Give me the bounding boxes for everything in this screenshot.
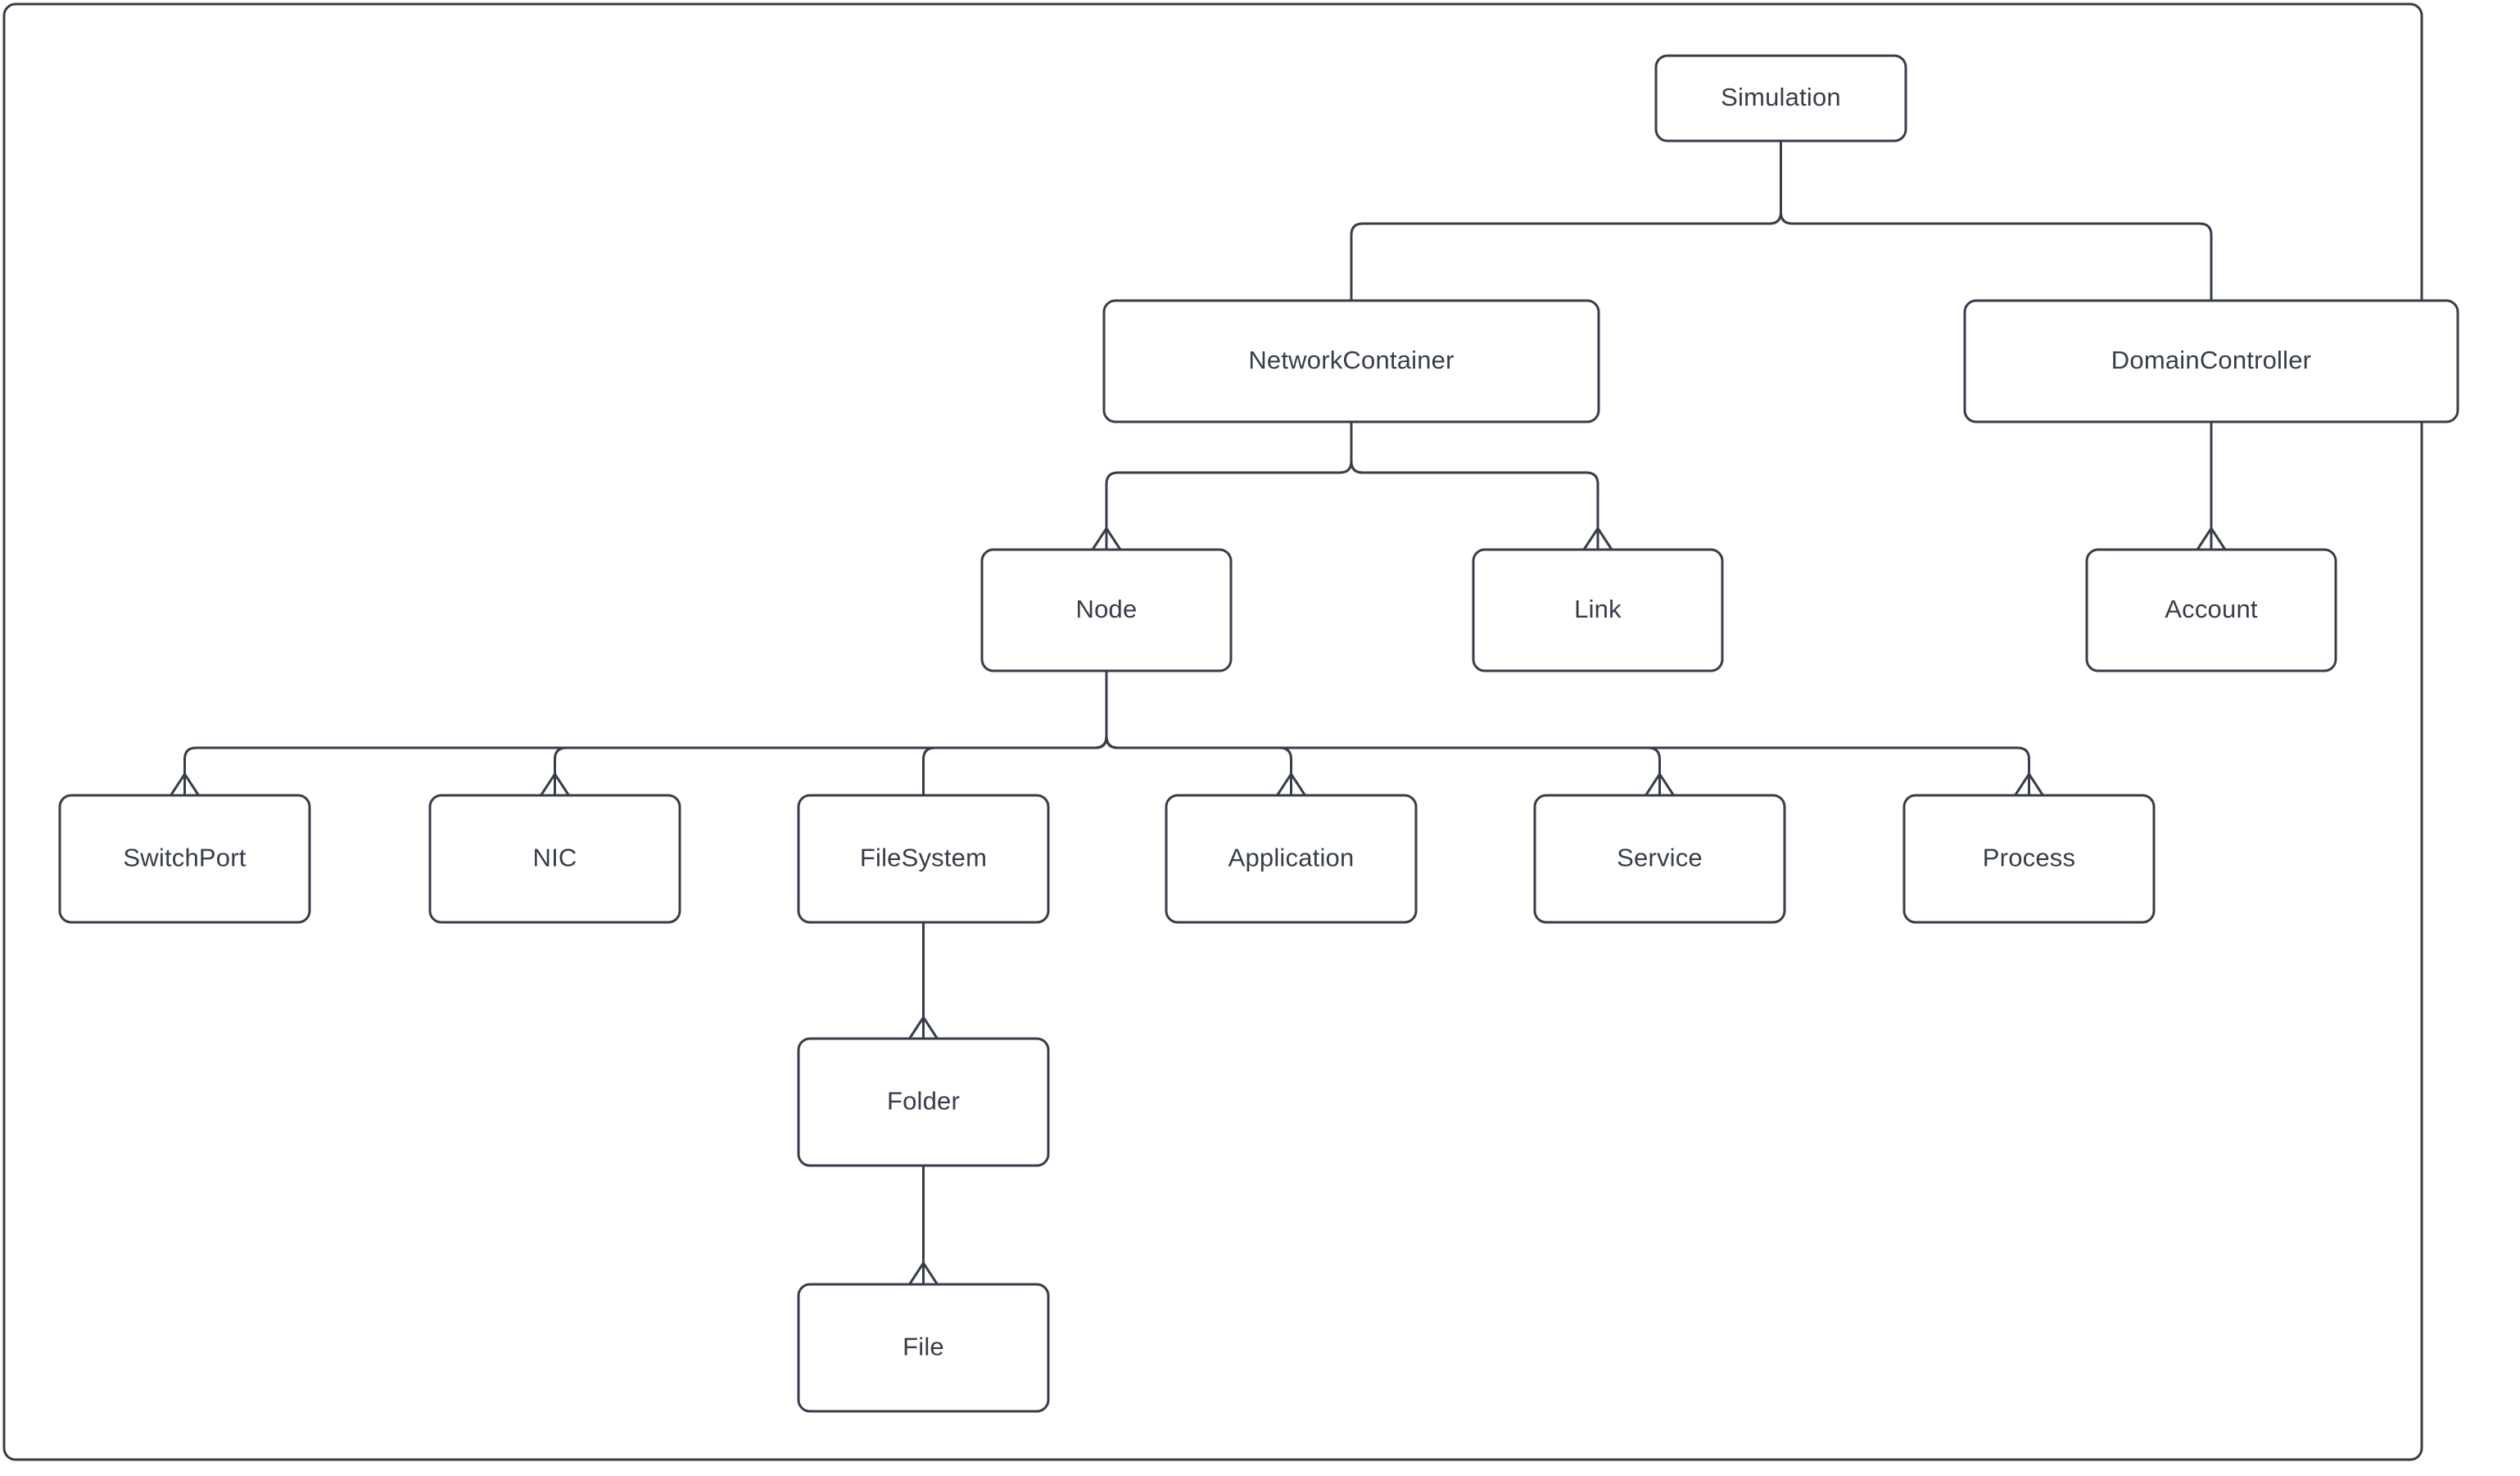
class-label-domaincontroller: DomainController xyxy=(2111,346,2311,374)
edge-node-to-application xyxy=(1105,671,1292,774)
class-node-nic[interactable]: NIC xyxy=(428,794,681,924)
class-node-node[interactable]: Node xyxy=(980,548,1233,672)
class-box-domaincontroller[interactable] xyxy=(1963,299,2459,423)
edge-node-to-process xyxy=(1105,671,2030,774)
class-box-switchport[interactable] xyxy=(58,794,311,924)
edges-layer xyxy=(170,141,2227,1285)
class-label-application: Application xyxy=(1228,844,1355,872)
edge-node-to-nic xyxy=(554,671,1108,774)
class-label-node: Node xyxy=(1076,595,1138,623)
class-box-link[interactable] xyxy=(1472,548,1724,672)
canvas-frame xyxy=(2,2,2423,1461)
class-node-simulation[interactable]: Simulation xyxy=(1654,54,1907,143)
edge-networkcontainer-to-node xyxy=(1105,422,1353,528)
class-label-filesystem: FileSystem xyxy=(860,844,987,872)
class-label-networkcontainer: NetworkContainer xyxy=(1248,346,1454,374)
edge-node-to-switchport xyxy=(183,671,1108,774)
edge-simulation-to-domaincontroller xyxy=(1780,141,2213,301)
class-box-node[interactable] xyxy=(980,548,1233,672)
class-label-switchport: SwitchPort xyxy=(123,844,246,872)
class-node-filesystem[interactable]: FileSystem xyxy=(797,794,1050,924)
class-box-nic[interactable] xyxy=(428,794,681,924)
class-box-file[interactable] xyxy=(797,1283,1050,1413)
class-node-networkcontainer[interactable]: NetworkContainer xyxy=(1102,299,1600,423)
class-label-account: Account xyxy=(2165,595,2258,623)
edge-simulation-to-networkcontainer xyxy=(1350,141,1782,301)
class-label-link: Link xyxy=(1574,595,1622,623)
class-box-filesystem[interactable] xyxy=(797,794,1050,924)
class-node-application[interactable]: Application xyxy=(1165,794,1418,924)
class-node-account[interactable]: Account xyxy=(2085,548,2337,672)
class-box-networkcontainer[interactable] xyxy=(1102,299,1600,423)
class-box-service[interactable] xyxy=(1533,794,1786,924)
class-label-nic: NIC xyxy=(533,844,577,872)
class-node-folder[interactable]: Folder xyxy=(797,1037,1050,1167)
class-node-file[interactable]: File xyxy=(797,1283,1050,1413)
class-box-folder[interactable] xyxy=(797,1037,1050,1167)
edge-node-to-filesystem xyxy=(922,671,1108,795)
class-box-simulation[interactable] xyxy=(1654,54,1907,143)
class-box-application[interactable] xyxy=(1165,794,1418,924)
class-box-process[interactable] xyxy=(1902,794,2156,924)
class-node-process[interactable]: Process xyxy=(1902,794,2156,924)
class-label-file: File xyxy=(903,1333,944,1361)
class-node-domaincontroller[interactable]: DomainController xyxy=(1963,299,2459,423)
class-label-simulation: Simulation xyxy=(1721,83,1841,111)
class-node-switchport[interactable]: SwitchPort xyxy=(58,794,311,924)
class-label-process: Process xyxy=(1983,844,2075,872)
class-node-service[interactable]: Service xyxy=(1533,794,1786,924)
edge-networkcontainer-to-link xyxy=(1350,422,1599,528)
class-node-link[interactable]: Link xyxy=(1472,548,1724,672)
edge-node-to-service xyxy=(1105,671,1661,774)
class-box-account[interactable] xyxy=(2085,548,2337,672)
class-label-service: Service xyxy=(1617,844,1703,872)
class-label-folder: Folder xyxy=(887,1087,960,1116)
